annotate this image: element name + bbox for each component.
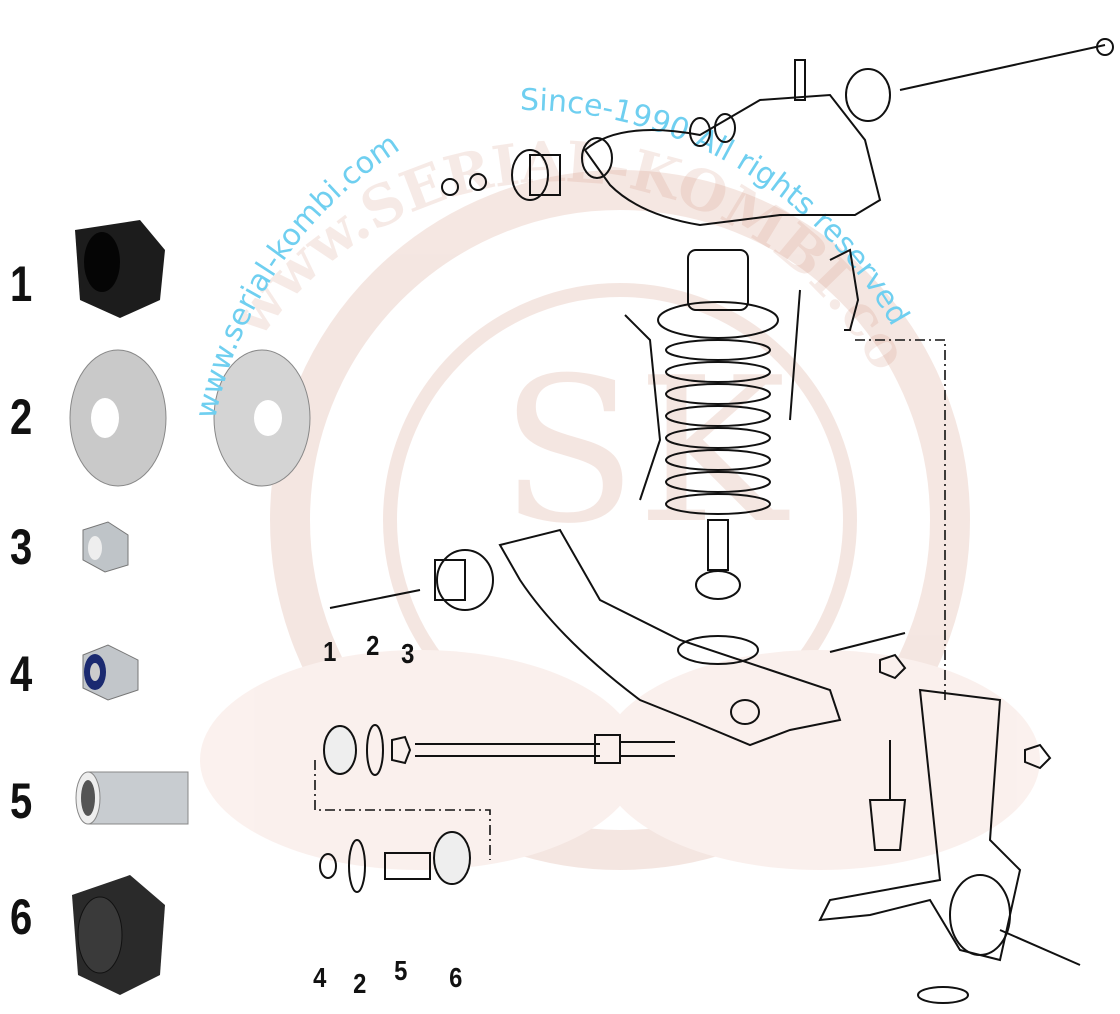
spring-coil [665,383,771,405]
callout-top-2: 2 [366,630,380,661]
part-photo-3 [82,521,129,573]
callout-bottom-2: 2 [353,968,367,999]
strut-rod-assembly [314,724,675,893]
part-photo-4 [82,644,139,701]
spring-coil [665,471,771,493]
callout-bottom-4: 4 [313,962,327,993]
upper-control-arm [441,38,1114,331]
callout-top-1: 1 [323,636,337,667]
callout-top-3: 3 [401,638,415,669]
spring-coil [665,405,771,427]
callout-bottom-5: 5 [394,955,408,986]
part-number-3: 3 [10,519,33,575]
part-number-1: 1 [10,256,33,312]
coil-spring-shock [624,249,801,600]
spring-coil [665,449,771,471]
spring-coil [665,361,771,383]
part-number-2: 2 [10,389,33,445]
part-photo-2 [69,349,311,487]
part-number-4: 4 [10,646,33,702]
logo-watermark: SK [200,170,1040,870]
steering-knuckle [818,339,1081,1004]
spring-coil [665,493,771,515]
spring-coil [665,339,771,361]
lower-control-arm [329,528,907,747]
part-photo-1 [75,220,165,318]
part-number-5: 5 [10,773,33,829]
part-number-6: 6 [10,889,33,945]
part-photo-5 [75,771,189,825]
spring-coil [665,427,771,449]
part-photo-6 [72,875,165,995]
callout-bottom-6: 6 [449,962,463,993]
